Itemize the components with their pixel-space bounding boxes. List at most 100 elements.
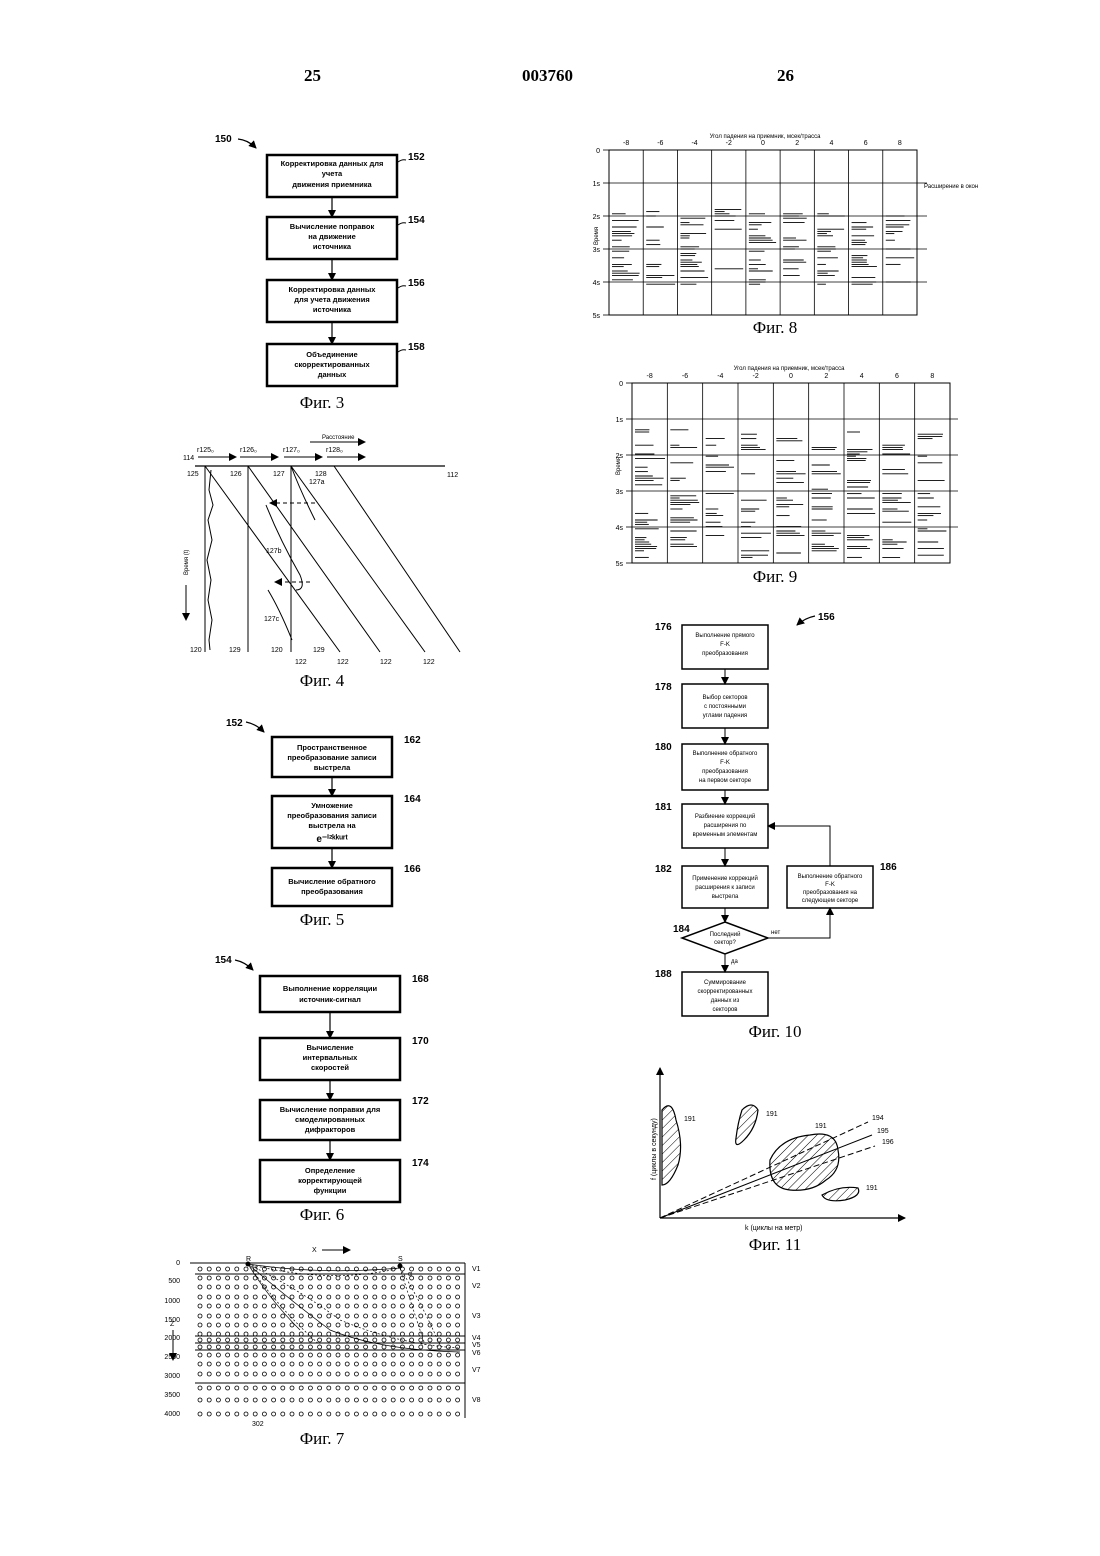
diffractor-dot	[327, 1362, 331, 1366]
fig7-layer-label: V4	[472, 1335, 481, 1342]
diffractor-dot	[428, 1353, 432, 1357]
fig11-xlabel: k (циклы на метр)	[745, 1225, 803, 1232]
diffractor-dot	[235, 1386, 239, 1390]
diffractor-dot	[207, 1338, 211, 1342]
figure-6: 154 Выполнение корреляции источник-сигна…	[215, 955, 429, 1224]
box-line: скорректированных	[294, 360, 370, 369]
diffractor-dot	[382, 1338, 386, 1342]
diffractor-dot	[364, 1362, 368, 1366]
diffractor-dot	[226, 1386, 230, 1390]
diffractor-dot	[318, 1314, 322, 1318]
fig11-label: 191	[815, 1123, 827, 1130]
diffractor-dot	[336, 1276, 340, 1280]
fig4-top-label: r127₀	[283, 447, 300, 454]
diffractor-dot	[262, 1412, 266, 1416]
diffractor-dot	[382, 1398, 386, 1402]
diffractor-dot	[281, 1345, 285, 1349]
fig11-ylabel: f (циклы в секунду)	[651, 1118, 658, 1180]
diffractor-dot	[456, 1412, 460, 1416]
diffractor-dot	[244, 1267, 248, 1271]
diffractor-dot	[419, 1345, 423, 1349]
box-line: преобразования записи	[287, 811, 377, 820]
box-number: 182	[655, 864, 672, 875]
fig4-bottom-label: 122	[337, 659, 349, 666]
diffractor-dot	[456, 1386, 460, 1390]
diffractor-dot	[364, 1345, 368, 1349]
box-number: 176	[655, 622, 672, 633]
diffractor-dot	[437, 1386, 441, 1390]
diffractor-dot	[345, 1285, 349, 1289]
diffractor-dot	[419, 1314, 423, 1318]
fig11-label: 196	[882, 1139, 894, 1146]
box-number: 152	[408, 152, 425, 163]
decision-line: Последний	[710, 931, 741, 938]
diffractor-dot	[364, 1276, 368, 1280]
diffractor-dot	[281, 1323, 285, 1327]
diffractor-dot	[456, 1338, 460, 1342]
decision-number: 184	[673, 924, 690, 935]
diffractor-dot	[400, 1332, 404, 1336]
fig11-label: 195	[877, 1128, 889, 1135]
diffractor-dot	[428, 1398, 432, 1402]
figure-8: Угол падения на приемник, мсек/трасса -8…	[593, 134, 979, 337]
diffractor-dot	[216, 1412, 220, 1416]
diffractor-dot	[373, 1412, 377, 1416]
diffractor-dot	[419, 1338, 423, 1342]
diffractor-dot	[226, 1267, 230, 1271]
diffractor-dot	[244, 1386, 248, 1390]
box-line: преобразования на	[803, 890, 858, 896]
x-tick-label: -4	[691, 140, 697, 147]
box-number: 172	[412, 1096, 429, 1107]
diffractor-dot	[235, 1295, 239, 1299]
diffractor-dot	[437, 1353, 441, 1357]
diffractor-dot	[336, 1345, 340, 1349]
diffractor-dot	[345, 1386, 349, 1390]
diffractor-dot	[419, 1412, 423, 1416]
diffractor-dot	[345, 1314, 349, 1318]
diffractor-dot	[308, 1304, 312, 1308]
diffractor-dot	[207, 1304, 211, 1308]
diffractor-dot	[373, 1398, 377, 1402]
diffractor-dot	[318, 1372, 322, 1376]
diffractor-dot	[410, 1295, 414, 1299]
diffractor-dot	[428, 1338, 432, 1342]
fig10-ref: 156	[818, 612, 835, 623]
diffractor-dot	[391, 1386, 395, 1390]
fig4-top-label: r128₀	[326, 447, 343, 454]
y-tick-label: 1s	[616, 417, 624, 424]
fig7-layer-label: V5	[472, 1342, 481, 1349]
diffractor-dot	[198, 1314, 202, 1318]
fig11-region	[736, 1105, 758, 1145]
box-line: временным элементам	[693, 832, 758, 838]
fig4-caption: Фиг. 4	[300, 671, 345, 690]
diffractor-dot	[391, 1276, 395, 1280]
fig8-ylabel: Время	[594, 227, 600, 245]
fig11-region	[822, 1187, 859, 1201]
box-number: 180	[655, 742, 672, 753]
diffractor-dot	[456, 1332, 460, 1336]
diffractor-dot	[253, 1372, 257, 1376]
diffractor-dot	[382, 1304, 386, 1308]
fig4-bottom-label: 122	[295, 659, 307, 666]
fig3-box-152: Корректировка данных для учета движения …	[267, 152, 425, 197]
diffractor-dot	[428, 1386, 432, 1390]
diffractor-dot	[253, 1398, 257, 1402]
diffractor-dot	[253, 1338, 257, 1342]
box-line: скоростей	[311, 1063, 349, 1072]
diffractor-dot	[345, 1353, 349, 1357]
diffractor-dot	[281, 1353, 285, 1357]
box-line: Суммирование	[704, 980, 747, 986]
diffractor-dot	[382, 1386, 386, 1390]
diffractor-dot	[400, 1353, 404, 1357]
diffractor-dot	[235, 1285, 239, 1289]
fig4-bottom-label: 129	[229, 647, 241, 654]
diffractor-dot	[318, 1353, 322, 1357]
box-line: данных из	[711, 998, 740, 1004]
box-line: источника	[313, 242, 352, 251]
diffractor-dot	[428, 1285, 432, 1289]
diffractor-dot	[299, 1398, 303, 1402]
diffractor-dot	[244, 1338, 248, 1342]
diffractor-dot	[400, 1295, 404, 1299]
diffractor-dot	[235, 1332, 239, 1336]
diffractor-dot	[253, 1412, 257, 1416]
